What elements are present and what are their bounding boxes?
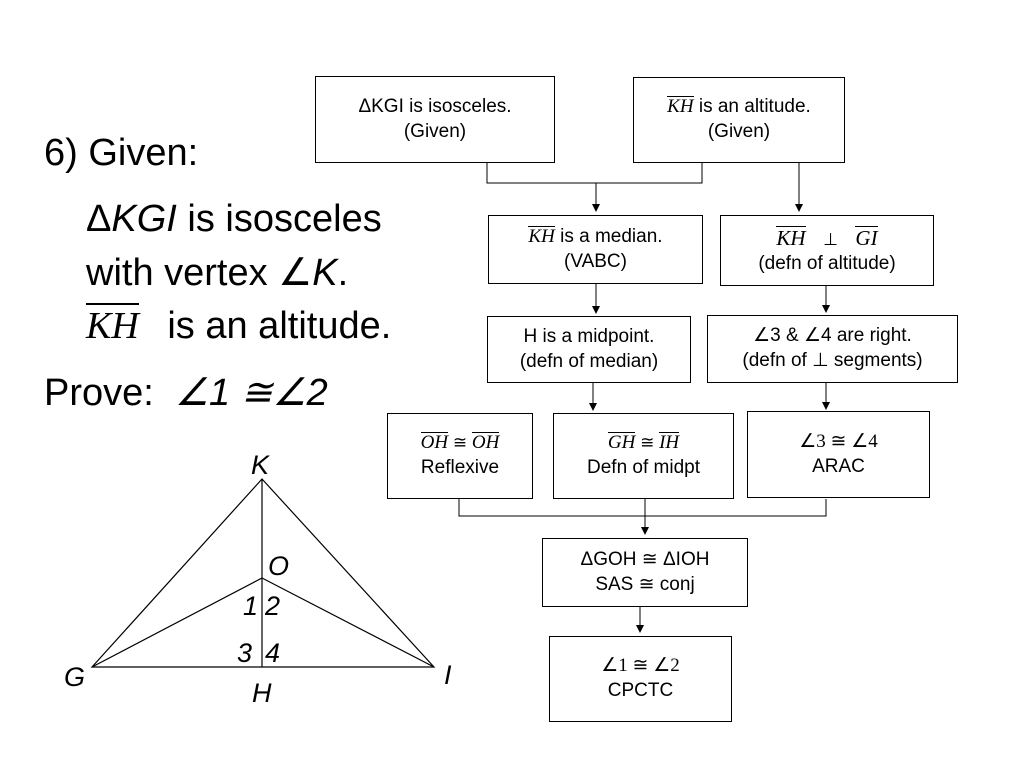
triangle-symbol: Δ [86,198,112,240]
box-statement: ∠3 ≅ ∠4 [799,430,878,452]
period: . [337,252,349,294]
box-reason: (VABC) [564,250,627,272]
label-o: O [268,551,290,581]
box-statement: KH ⊥ GI [776,225,878,252]
angle-symbol: ∠ [278,252,313,294]
segment-kh: KH [528,225,555,247]
box-statement: ΔKGI is isosceles. [358,95,512,117]
segment-oi [261,577,435,668]
segment-go [91,577,263,668]
flow-box-altitude-given: KH is an altitude. (Given) [633,77,845,163]
segment-gh: GH [607,432,636,454]
box-statement: ∠1 ≅ ∠2 [601,655,680,677]
prove-label: Prove: [44,372,154,414]
triangle-name: KGI [111,198,177,240]
box-reason: (defn of ⊥ segments) [742,350,923,371]
segment-oh: OH [471,432,500,454]
prove-statement: ∠1 ≅∠2 [174,372,328,414]
given-isosceles-line: ΔKGI is isosceles [86,198,382,241]
flow-box-median: KH is a median. (VABC) [488,215,703,284]
label-k: K [251,450,270,480]
label-i: I [444,660,452,690]
vertex-name: K [312,252,338,294]
box-statement: KH is a median. [528,225,663,250]
box-statement: KH is an altitude. [667,95,811,120]
box-reason: (Given) [707,121,771,142]
box-reason: (defn of median) [519,350,659,372]
triangle-figure [90,478,436,668]
with-text: with [86,252,154,294]
statement-text: is a median. [554,225,663,247]
prove-line: Prove: ∠1 ≅∠2 [44,370,328,415]
flow-box-right-angles: ∠3 & ∠4 are right. (defn of ⊥ segments) [707,315,958,383]
flow-box-conclusion: ∠1 ≅ ∠2 CPCTC [549,636,732,722]
label-h: H [252,678,272,708]
vertex-text: vertex [153,252,279,294]
statement-text: is an altitude. [693,96,811,118]
box-reason: CPCTC [607,680,674,701]
label-g: G [64,662,86,692]
flow-box-midpoint-congruence: GH ≅ IH Defn of midpt [553,413,734,499]
altitude-text: is an altitude. [156,305,392,347]
given-altitude-line: KH is an altitude. [86,303,391,348]
box-reason: ARAC [812,455,865,477]
label-angle-2: 2 [265,591,281,621]
box-reason: (defn of altitude) [758,252,896,274]
flow-box-isosceles-given: ΔKGI is isosceles. (Given) [315,76,555,163]
box-reason: Defn of midpt [587,457,700,478]
label-angle-4: 4 [265,638,281,668]
box-statement: GH ≅ IH [607,431,680,456]
segment-kh: KH [776,225,806,250]
box-reason: Reflexive [420,457,500,478]
flow-box-midpoint: H is a midpoint. (defn of median) [487,316,691,383]
segment-ih: IH [659,432,680,454]
box-statement: H is a midpoint. [523,325,655,347]
box-reason: SAS ≅ conj [595,573,695,595]
triangle-kgi [90,478,436,668]
segment-kh: KH [667,96,694,118]
given-title: 6) Given: [44,132,199,174]
congruent-symbol: ≅ [640,433,655,454]
segment-oh: OH [420,432,449,454]
congruent-symbol: ≅ [452,433,468,454]
box-reason: (Given) [403,120,467,142]
segment-gi: GI [855,225,878,250]
box-statement: ∠3 & ∠4 are right. [753,325,912,347]
isosceles-text: is isosceles [176,198,382,240]
box-statement: OH ≅ OH [420,431,500,456]
segment-kh: KH [86,303,139,347]
label-angle-3: 3 [237,638,253,668]
flow-box-triangle-congruence: ΔGOH ≅ ΔIOH SAS ≅ conj [542,538,748,607]
label-angle-1: 1 [243,591,259,621]
flow-box-reflexive: OH ≅ OH Reflexive [387,413,533,499]
given-vertex-line: with vertex ∠K. [86,250,348,295]
flow-box-angle-congruence: ∠3 ≅ ∠4 ARAC [747,411,930,498]
flow-box-perpendicular: KH ⊥ GI (defn of altitude) [720,215,934,286]
box-statement: ΔGOH ≅ ΔIOH [580,548,710,570]
flow-connectors [458,163,830,633]
perpendicular-symbol: ⊥ [823,229,838,250]
